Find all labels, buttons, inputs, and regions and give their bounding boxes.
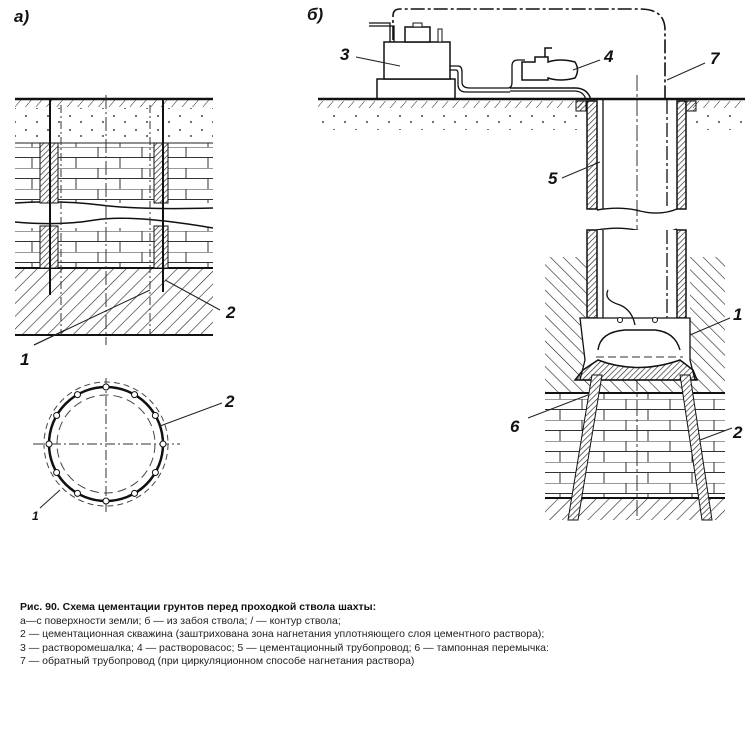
callout-a-circle-1: 1 xyxy=(32,509,39,523)
borehole-mark xyxy=(102,497,110,505)
callout-a-2: 2 xyxy=(225,303,236,322)
panel-a-section: а) 2 1 xyxy=(14,7,236,369)
mortar-mixer xyxy=(369,22,525,100)
callout-b-3: 3 xyxy=(340,45,350,64)
callout-b-6: 6 xyxy=(510,417,520,436)
caption-title: Рис. 90. Схема цементации грунтов перед … xyxy=(20,601,377,613)
borehole-mark xyxy=(151,412,159,419)
caption-line: а—с поверхности земли; б — из забоя ство… xyxy=(20,614,341,627)
mortar-pump xyxy=(510,47,591,100)
callout-a-circle-2: 2 xyxy=(224,392,235,411)
callout-b-1: 1 xyxy=(733,305,742,324)
callout-b-4: 4 xyxy=(603,47,614,66)
borehole-mark xyxy=(151,469,159,476)
borehole-mark xyxy=(131,391,138,399)
borehole-mark xyxy=(74,489,81,497)
borehole-mark xyxy=(53,412,61,419)
callout-b-7: 7 xyxy=(710,49,721,68)
caption-line: 2 — цементационная скважина (заштрихован… xyxy=(20,628,545,640)
callout-a-1: 1 xyxy=(20,350,29,369)
panel-b-section: б) xyxy=(307,5,745,521)
caption-line: 7 — обратный трубопровод (при циркуляцио… xyxy=(20,655,415,667)
caption-line: 3 — растворомешалка; 4 — растворовасос; … xyxy=(20,641,549,654)
panel-a-label: а) xyxy=(14,7,29,26)
figure-caption: Рис. 90. Схема цементации грунтов перед … xyxy=(20,601,549,669)
callout-b-2: 2 xyxy=(732,423,743,442)
borehole-mark xyxy=(131,489,138,497)
borehole-mark xyxy=(159,440,167,448)
shaft-lower: 1 6 2 xyxy=(510,229,743,521)
borehole-mark xyxy=(74,391,81,399)
borehole-mark xyxy=(53,469,61,476)
callout-b-5: 5 xyxy=(548,169,558,188)
borehole-mark xyxy=(102,383,110,391)
borehole-mark xyxy=(45,440,53,448)
cementation-diagram: а) 2 1 2 1 xyxy=(14,5,745,523)
panel-b-label: б) xyxy=(307,5,324,24)
panel-a-plan-view: 2 1 xyxy=(32,378,235,523)
